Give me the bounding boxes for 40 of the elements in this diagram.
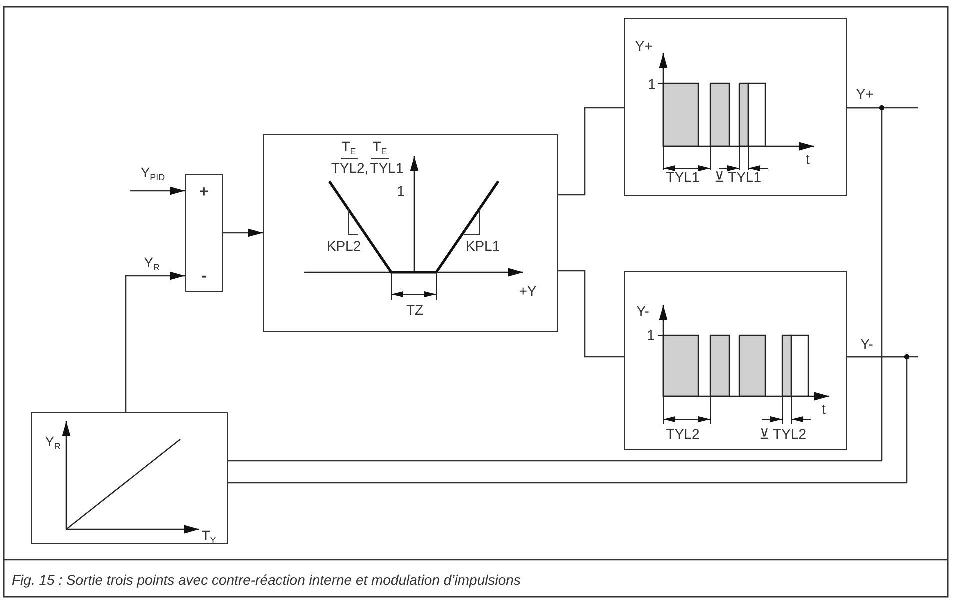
axis-label: t — [806, 152, 810, 166]
function-block — [263, 134, 558, 332]
axis-value: 1 — [647, 328, 655, 342]
fraction-denominator: TYL2, — [331, 161, 369, 175]
fraction-denominator: TYL1 — [370, 161, 404, 175]
plus-sign: + — [199, 185, 209, 201]
dimension-label: ⊻ TYL2 — [759, 427, 807, 441]
arrow — [223, 228, 263, 238]
axis-value: 1 — [397, 184, 405, 198]
axis-label: Y$_{R}$ — [45, 434, 61, 452]
axis-label: Y+ — [635, 39, 653, 53]
dimension-label: ⊻ TYL1 — [714, 170, 762, 184]
connector-line — [228, 356, 908, 484]
function-block — [31, 412, 228, 544]
slope-label: KPL1 — [466, 239, 500, 253]
signal-label: Y$_{PID}$ — [140, 166, 166, 182]
axis-label: t — [822, 402, 826, 416]
minus-sign: - — [201, 269, 207, 285]
signal-label: Y- — [860, 337, 874, 351]
fraction-numerator: T$_{E}$ — [372, 140, 388, 156]
summing-block — [185, 174, 223, 292]
axis-value: 1 — [648, 77, 656, 91]
connector-line — [228, 107, 883, 462]
slope-label: KPL2 — [326, 239, 362, 253]
connector-line — [558, 270, 624, 358]
signal-label: Y$_{R}$ — [144, 256, 160, 272]
dimension-label: TYL2 — [666, 427, 700, 441]
arrow — [125, 272, 185, 412]
function-block — [624, 271, 847, 450]
fraction-numerator: T$_{E}$ — [342, 140, 356, 156]
function-block — [624, 18, 847, 196]
dimension-label: TZ — [406, 303, 424, 317]
axis-label: Y- — [636, 304, 650, 318]
signal-label: Y+ — [856, 87, 874, 101]
arrow — [130, 186, 185, 196]
dimension-label: TYL1 — [666, 170, 700, 184]
connector-line — [558, 107, 624, 196]
figure-caption: Fig. 15 : Sortie trois points avec contre-réaction interne et modulation d’impulsions — [12, 572, 521, 588]
axis-label: T$_{Y}$ — [202, 528, 216, 546]
axis-label: +Y — [519, 284, 537, 298]
